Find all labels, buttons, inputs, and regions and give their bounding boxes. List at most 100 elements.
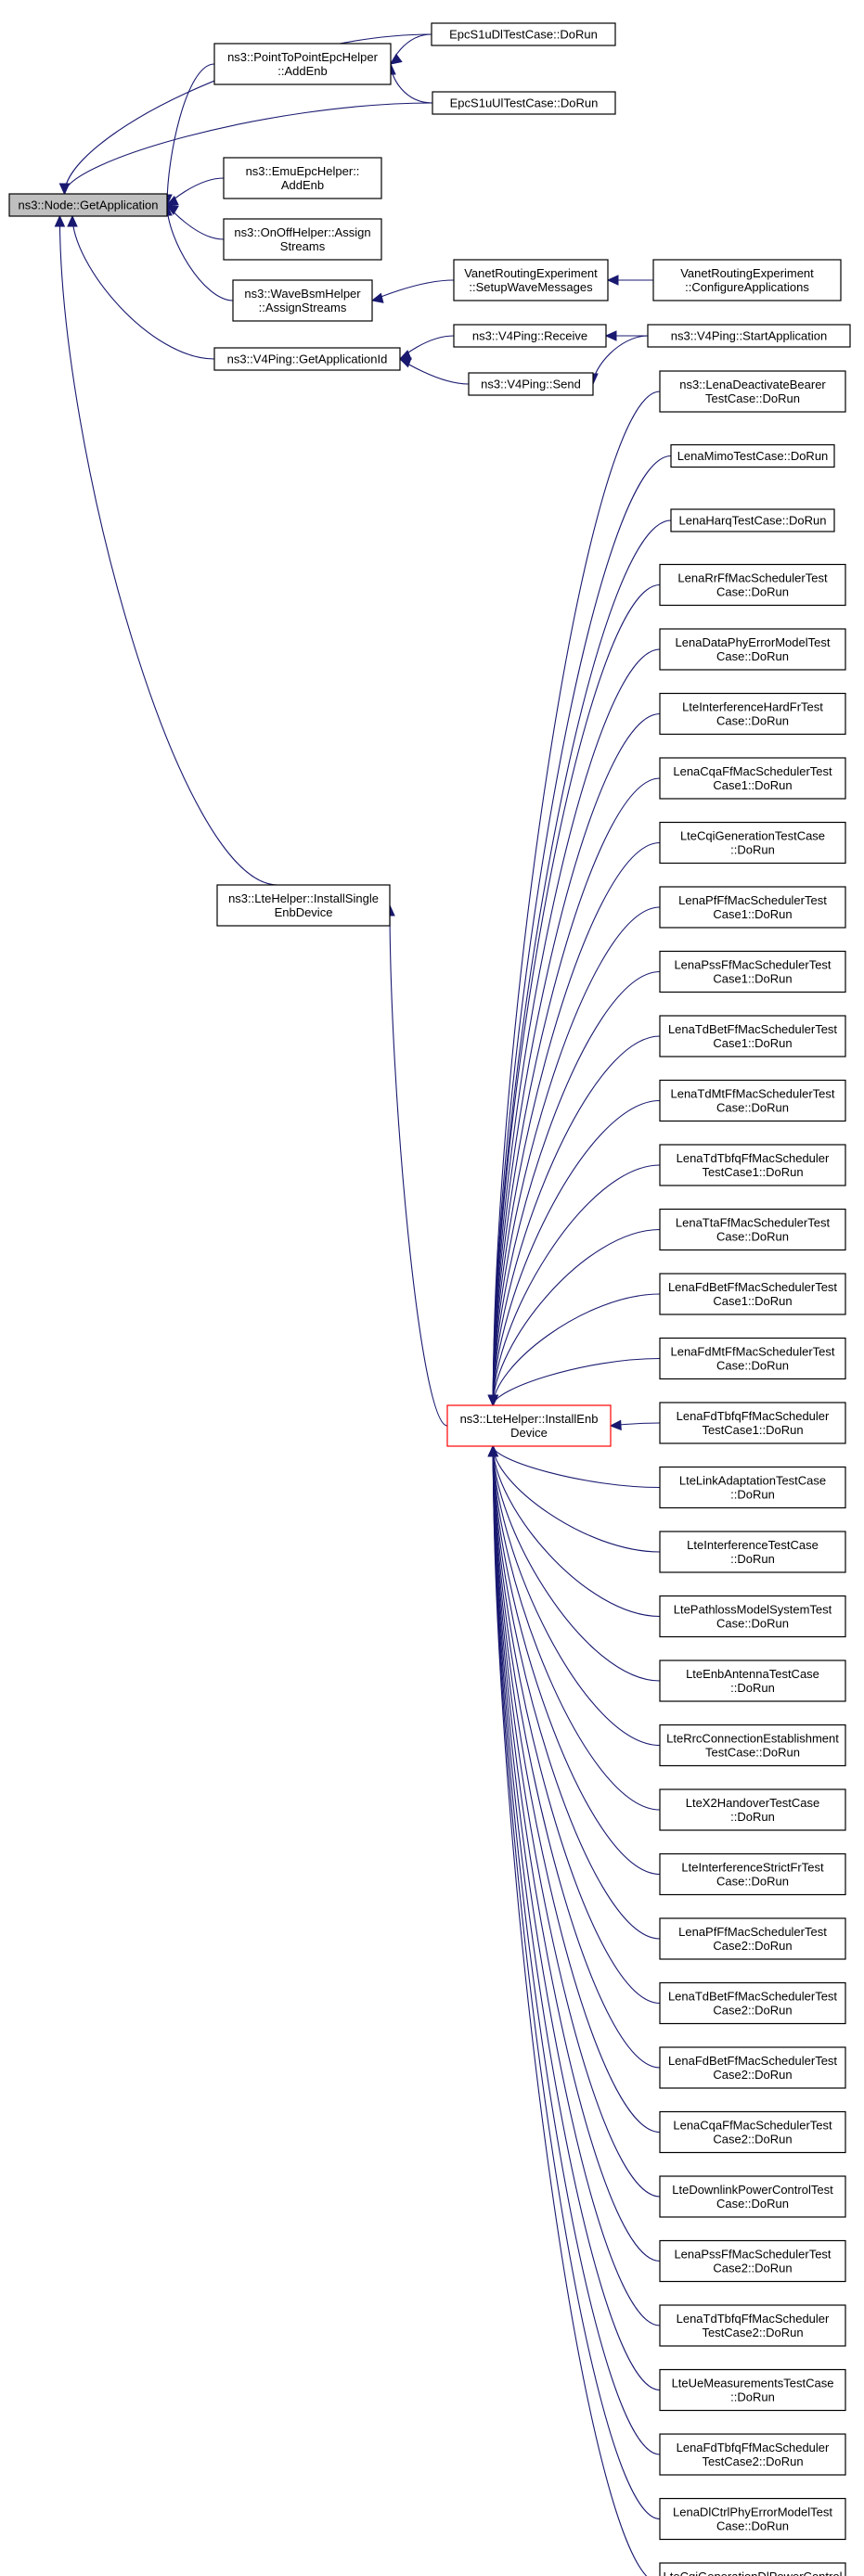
node-box-t22[interactable] <box>659 1724 846 1767</box>
node-box-emu_addenb[interactable] <box>223 157 382 199</box>
node-t21[interactable]: LteEnbAntennaTestCase::DoRun <box>659 1660 846 1702</box>
node-box-t01[interactable] <box>659 370 846 413</box>
node-root[interactable]: ns3::Node::GetApplication <box>8 193 168 217</box>
node-box-vanet_setup[interactable] <box>453 259 609 301</box>
node-wavebsm[interactable]: ns3::WaveBsmHelper::AssignStreams <box>232 279 373 322</box>
node-box-v4_send[interactable] <box>468 372 594 396</box>
node-box-t12[interactable] <box>659 1079 846 1122</box>
node-box-epc_ul[interactable] <box>432 91 616 115</box>
node-box-t17[interactable] <box>659 1402 846 1444</box>
node-box-t16[interactable] <box>659 1337 846 1380</box>
node-box-onoff[interactable] <box>223 218 382 261</box>
node-emu_addenb[interactable]: ns3::EmuEpcHelper::AddEnb <box>223 157 382 199</box>
node-box-t29[interactable] <box>659 2175 846 2218</box>
node-box-t15[interactable] <box>659 1273 846 1315</box>
node-box-t20[interactable] <box>659 1595 846 1638</box>
node-epc_ul[interactable]: EpcS1uUlTestCase::DoRun <box>432 91 616 115</box>
node-box-t26[interactable] <box>659 1981 846 2025</box>
node-box-t10[interactable] <box>659 950 846 993</box>
node-box-vanet_config[interactable] <box>652 259 842 301</box>
node-box-t07[interactable] <box>659 757 846 800</box>
node-box-lte_install[interactable] <box>446 1404 612 1447</box>
node-box-t06[interactable] <box>659 692 846 736</box>
node-t03[interactable]: LenaHarqTestCase::DoRun <box>670 508 835 532</box>
node-box-t23[interactable] <box>659 1788 846 1831</box>
node-box-t05[interactable] <box>659 628 846 671</box>
node-epc_dl[interactable]: EpcS1uDlTestCase::DoRun <box>431 22 616 46</box>
node-box-t27[interactable] <box>659 2046 846 2089</box>
node-t02[interactable]: LenaMimoTestCase::DoRun <box>670 443 835 468</box>
node-v4_send[interactable]: ns3::V4Ping::Send <box>468 372 594 396</box>
node-box-t24[interactable] <box>659 1852 846 1896</box>
node-box-wavebsm[interactable] <box>232 279 373 322</box>
node-box-t30[interactable] <box>659 2239 846 2283</box>
node-box-t18[interactable] <box>659 1466 846 1509</box>
node-box-v4_receive[interactable] <box>453 324 607 348</box>
node-t35[interactable]: LteCqiGenerationDlPowerControlTestCase::… <box>659 2562 846 2576</box>
node-box-p2p_addenb[interactable] <box>213 43 392 85</box>
node-box-t21[interactable] <box>659 1660 846 1702</box>
node-box-t09[interactable] <box>659 886 846 929</box>
node-box-t11[interactable] <box>659 1015 846 1057</box>
node-t32[interactable]: LteUeMeasurementsTestCase::DoRun <box>659 2368 846 2412</box>
node-t23[interactable]: LteX2HandoverTestCase::DoRun <box>659 1788 846 1831</box>
node-box-t34[interactable] <box>659 2497 846 2541</box>
node-box-t02[interactable] <box>670 443 835 468</box>
node-vanet_config[interactable]: VanetRoutingExperiment::ConfigureApplica… <box>652 259 842 301</box>
node-box-t33[interactable] <box>659 2433 846 2476</box>
node-box-t04[interactable] <box>659 563 846 607</box>
node-box-t28[interactable] <box>659 2110 846 2154</box>
node-box-epc_dl[interactable] <box>431 22 616 46</box>
node-box-v4_start[interactable] <box>647 324 851 348</box>
node-box-t32[interactable] <box>659 2368 846 2412</box>
node-box-v4ping_getapp[interactable] <box>213 347 401 371</box>
node-box-t03[interactable] <box>670 508 835 532</box>
node-v4_receive[interactable]: ns3::V4Ping::Receive <box>453 324 607 348</box>
node-onoff[interactable]: ns3::OnOffHelper::AssignStreams <box>223 218 382 261</box>
node-t22[interactable]: LteRrcConnectionEstablishmentTestCase::D… <box>659 1724 846 1767</box>
node-box-t31[interactable] <box>659 2304 846 2347</box>
node-box-t35[interactable] <box>659 2562 846 2576</box>
node-box-t13[interactable] <box>659 1144 846 1186</box>
node-box-root[interactable] <box>8 193 168 217</box>
node-t18[interactable]: LteLinkAdaptationTestCase::DoRun <box>659 1466 846 1509</box>
node-box-t19[interactable] <box>659 1531 846 1573</box>
node-t08[interactable]: LteCqiGenerationTestCase::DoRun <box>659 821 846 865</box>
node-p2p_addenb[interactable]: ns3::PointToPointEpcHelper::AddEnb <box>213 43 392 85</box>
node-box-t25[interactable] <box>659 1917 846 1960</box>
node-t19[interactable]: LteInterferenceTestCase::DoRun <box>659 1531 846 1573</box>
node-box-t08[interactable] <box>659 821 846 865</box>
node-box-t14[interactable] <box>659 1208 846 1251</box>
node-box-lte_single[interactable] <box>216 884 391 927</box>
node-v4_start[interactable]: ns3::V4Ping::StartApplication <box>647 324 851 348</box>
node-v4ping_getapp[interactable]: ns3::V4Ping::GetApplicationId <box>213 347 401 371</box>
node-vanet_setup[interactable]: VanetRoutingExperiment::SetupWaveMessage… <box>453 259 609 301</box>
